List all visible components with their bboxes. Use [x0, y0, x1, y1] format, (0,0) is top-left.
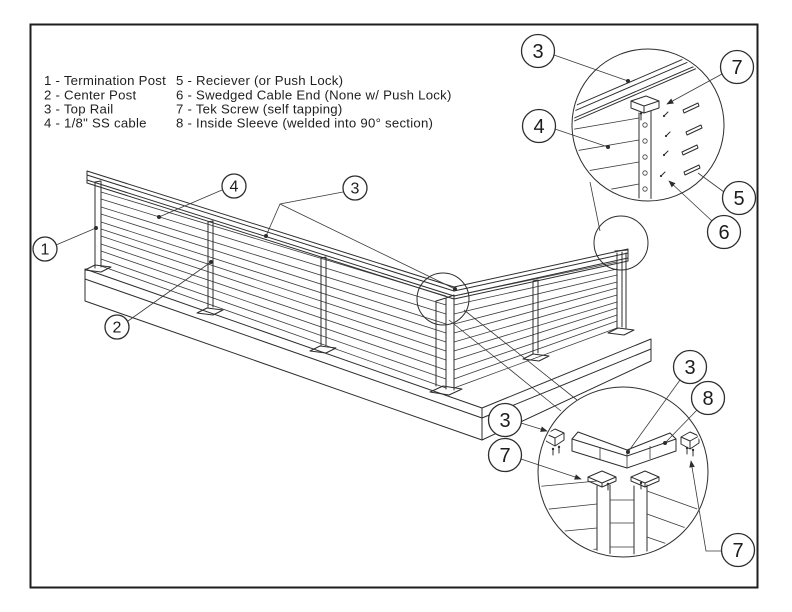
leader-detail-top-5 [697, 172, 725, 193]
leader-detail-top-4 [554, 128, 609, 148]
detail-reference-circle-right-post [593, 215, 649, 271]
detail-circle-bottom [537, 386, 709, 558]
balloon-detail-bottom-3-left: 3 [487, 402, 523, 438]
leader-detail-top-6 [668, 180, 713, 222]
detail-cables [574, 117, 640, 199]
leader-balloon-4-main [158, 189, 223, 218]
balloon-detail-top-5: 5 [721, 180, 757, 216]
detail-circle-top [571, 48, 725, 202]
termination-post-right [614, 249, 629, 329]
center-post-right-run [532, 279, 539, 355]
balloon-detail-top-3-number: 3 [532, 41, 543, 63]
balloon-4-cable: 4 [221, 173, 247, 199]
leader-detail-bottom-8 [664, 409, 698, 444]
balloon-detail-bottom-7-right-number: 7 [732, 540, 743, 562]
balloons: 1 2 4 3 3 7 4 5 [32, 33, 757, 568]
legend: 1 - Termination Post 2 - Center Post 3 -… [44, 73, 452, 131]
detail-cables-right [646, 490, 706, 555]
post-hole [642, 122, 648, 128]
cables-right-run [453, 261, 618, 389]
balloon-detail-top-6-number: 6 [718, 222, 729, 244]
detail-cables-between [610, 499, 634, 548]
legend-item-4: 4 - 1/8" SS cable [44, 116, 147, 131]
post-hole [642, 170, 648, 176]
post-hole [642, 138, 648, 144]
post-hole [642, 186, 648, 192]
balloon-detail-top-5-number: 5 [733, 188, 744, 210]
legend-item-1: 1 - Termination Post [44, 73, 166, 88]
legend-item-7: 7 - Tek Screw (self tapping) [176, 102, 343, 117]
leader-detail-bottom-7-left [520, 458, 582, 480]
leader-detail-bottom-3-top [627, 379, 681, 453]
corner-posts [587, 470, 660, 555]
corner-rail-section [571, 431, 677, 469]
tek-screw-marks [551, 445, 695, 491]
leader-detail-bottom-3-left [520, 422, 548, 432]
legend-item-6: 6 - Swedged Cable End (None w/ Push Lock… [176, 88, 452, 103]
leader-balloon-1 [55, 227, 97, 246]
detail-bottom-content [540, 428, 706, 555]
detail-top-content [574, 51, 717, 199]
balloon-4-number: 4 [230, 179, 239, 196]
balloon-3-top-rail: 3 [342, 175, 368, 201]
detail-cables-left [540, 480, 598, 555]
post-base-plates [84, 264, 635, 396]
corner-post [435, 294, 455, 391]
balloon-detail-top-6: 6 [706, 214, 742, 250]
balloon-detail-bottom-7-right: 7 [720, 532, 756, 568]
main-isometric-view [84, 170, 652, 441]
legend-item-5: 5 - Reciever (or Push Lock) [176, 73, 343, 88]
tek-screw-mark [639, 112, 643, 121]
leader-balloon-2 [127, 261, 212, 322]
balloon-detail-bottom-3-top: 3 [672, 349, 708, 385]
rail-stub-right [680, 431, 700, 450]
balloon-3-number: 3 [351, 181, 360, 198]
balloon-1-number: 1 [41, 242, 50, 259]
leader-detail-top-3 [553, 54, 629, 82]
legend-item-8: 8 - Inside Sleeve (welded into 90° secti… [176, 116, 433, 131]
balloon-detail-bottom-3-top-number: 3 [684, 357, 695, 379]
cable-receivers [681, 102, 703, 176]
balloon-leaders [55, 54, 725, 552]
leader-balloon-3-main [265, 191, 456, 290]
detail-view-corner [537, 386, 709, 558]
sheet-border [29, 23, 759, 589]
deck-platform [84, 268, 652, 441]
balloon-detail-top-4-number: 4 [533, 116, 544, 138]
balloon-detail-top-4: 4 [521, 108, 557, 144]
termination-post-left [94, 180, 102, 269]
center-post-2 [320, 256, 327, 347]
balloon-detail-top-7-number: 7 [731, 57, 742, 79]
balloon-detail-bottom-8-number: 8 [702, 388, 713, 410]
detail-leader-lines [448, 181, 601, 412]
swedged-cable-ends [659, 111, 671, 178]
top-rail-right-run [453, 248, 629, 300]
balloon-detail-top-3: 3 [520, 33, 556, 69]
cables-left-run [100, 191, 447, 389]
legend-item-2: 2 - Center Post [44, 88, 137, 103]
balloon-detail-top-7: 7 [719, 49, 755, 85]
balloon-detail-bottom-8: 8 [690, 380, 726, 416]
legend-item-3: 3 - Top Rail [44, 102, 113, 117]
balloon-1-termination-post: 1 [32, 236, 58, 262]
detail-top-rail [574, 51, 717, 129]
balloon-2-center-post: 2 [104, 314, 130, 340]
leader-detail-top-7 [666, 73, 723, 105]
detail-view-post-connection [571, 48, 725, 202]
balloon-detail-bottom-7-left-number: 7 [499, 445, 510, 467]
detail-post [630, 95, 660, 199]
leader-detail-bottom-7-right [689, 460, 722, 552]
detail-reference-circle-corner [416, 272, 470, 326]
balloon-detail-bottom-3-left-number: 3 [499, 410, 510, 432]
center-post-1 [207, 220, 214, 309]
post-hole [642, 154, 648, 160]
balloon-detail-bottom-7-left: 7 [487, 437, 523, 473]
top-rail-left-run [86, 170, 455, 300]
balloon-2-number: 2 [113, 320, 122, 337]
